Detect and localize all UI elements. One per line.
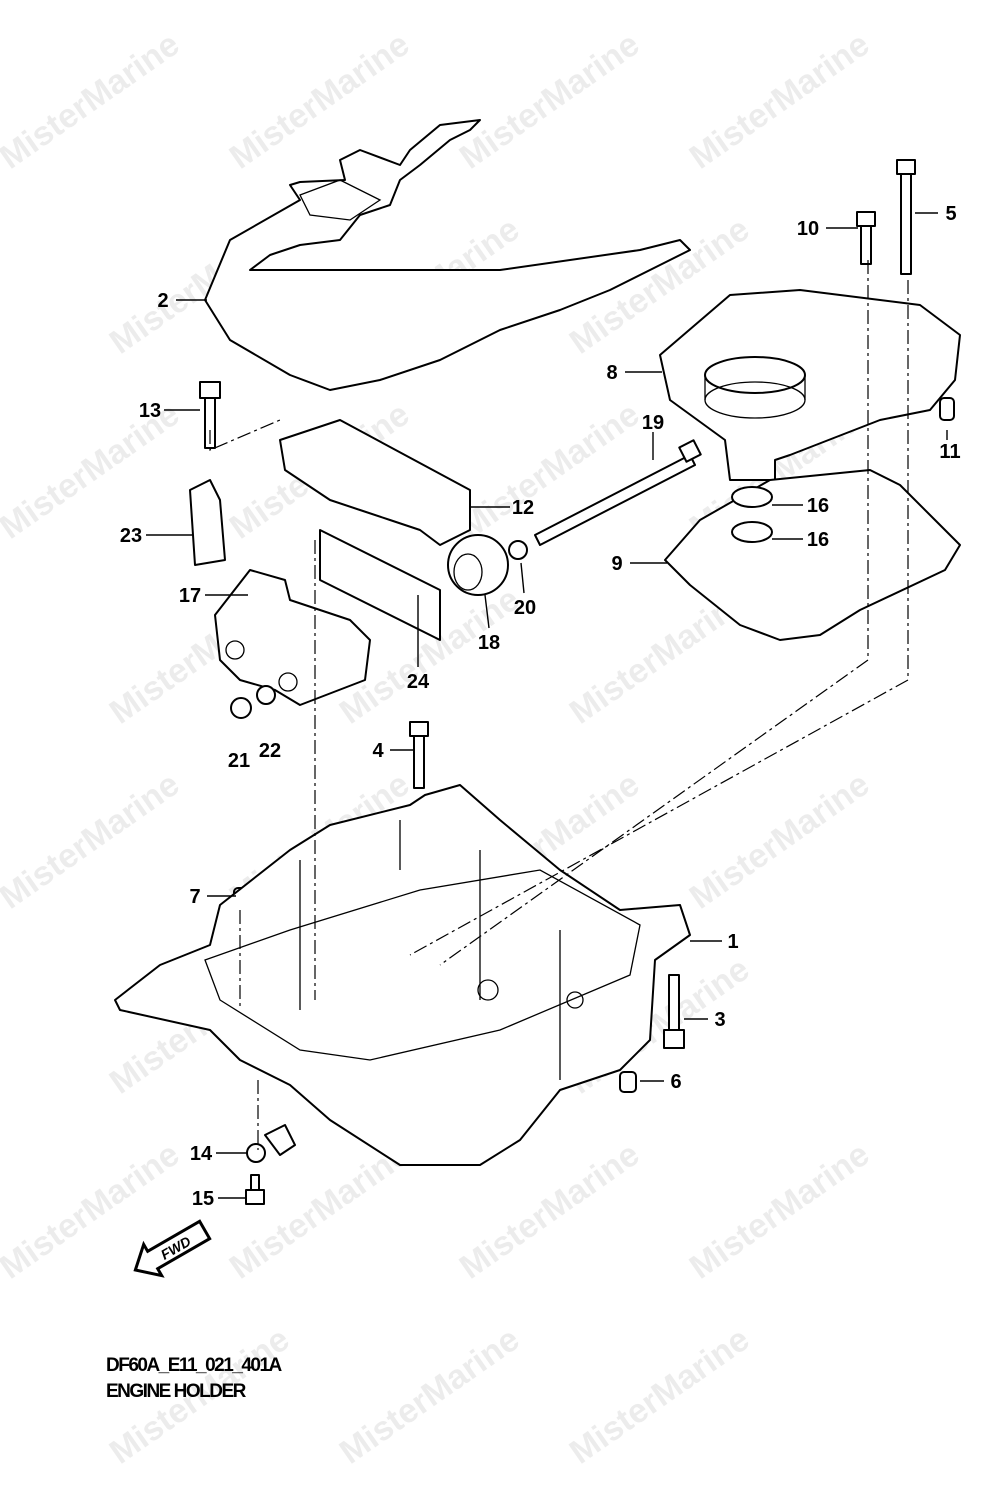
callout-11[interactable]: 11	[939, 441, 960, 463]
callout-15[interactable]: 15	[192, 1188, 214, 1210]
bushing-18[interactable]	[447, 534, 509, 596]
callout-10[interactable]: 10	[797, 218, 819, 240]
ring-16b[interactable]	[731, 521, 773, 543]
callout-24[interactable]: 24	[407, 671, 430, 693]
bracket-23[interactable]	[189, 479, 226, 566]
diagram-code: DF60A_E11_021_401A	[106, 1355, 282, 1376]
callout-21[interactable]: 21	[228, 750, 250, 772]
engine-holder-1[interactable]	[114, 784, 691, 1166]
callout-22[interactable]: 22	[259, 740, 281, 762]
callout-8[interactable]: 8	[606, 362, 617, 384]
diagram-title: ENGINE HOLDER	[106, 1381, 246, 1402]
washer-22[interactable]	[256, 685, 276, 705]
plate-24[interactable]	[319, 529, 441, 641]
callout-2[interactable]: 2	[157, 290, 168, 312]
callout-7[interactable]: 7	[189, 886, 200, 908]
callout-4[interactable]: 4	[372, 740, 384, 762]
bolt-19[interactable]	[534, 439, 702, 546]
housing-8[interactable]	[659, 289, 961, 481]
pin-6[interactable]	[619, 1071, 637, 1093]
callout-16a[interactable]: 16	[807, 495, 829, 517]
callout-18[interactable]: 18	[478, 632, 500, 654]
callout-12[interactable]: 12	[512, 497, 534, 519]
bolt-10[interactable]	[856, 211, 876, 265]
bolt-13[interactable]	[199, 381, 221, 449]
callout-23[interactable]: 23	[120, 525, 142, 547]
holder-12[interactable]	[279, 419, 471, 546]
bolt-4[interactable]	[409, 721, 429, 789]
gasket-9[interactable]	[664, 469, 961, 641]
mount-17[interactable]	[214, 569, 371, 706]
pin-11[interactable]	[939, 397, 955, 421]
callout-19[interactable]: 19	[642, 412, 664, 434]
fwd-arrow-icon: FWD	[133, 1219, 212, 1278]
callout-9[interactable]: 9	[611, 553, 622, 575]
nut-21[interactable]	[230, 697, 252, 719]
callout-5[interactable]: 5	[945, 203, 956, 225]
callout-3[interactable]: 3	[714, 1009, 725, 1031]
bolt-5[interactable]	[896, 159, 916, 275]
callout-1[interactable]: 1	[727, 931, 738, 953]
gasket-2[interactable]	[204, 119, 691, 391]
callout-14[interactable]: 14	[190, 1143, 213, 1165]
callout-6[interactable]: 6	[670, 1071, 681, 1093]
sensor-14[interactable]	[246, 1124, 296, 1163]
screw-15[interactable]	[245, 1174, 265, 1205]
washer-20[interactable]	[508, 540, 528, 560]
callout-17[interactable]: 17	[179, 585, 201, 607]
ring-16a[interactable]	[731, 486, 773, 508]
callout-20[interactable]: 20	[514, 597, 536, 619]
callout-16b[interactable]: 16	[807, 529, 829, 551]
callout-13[interactable]: 13	[139, 400, 161, 422]
bolt-3[interactable]	[663, 974, 685, 1049]
